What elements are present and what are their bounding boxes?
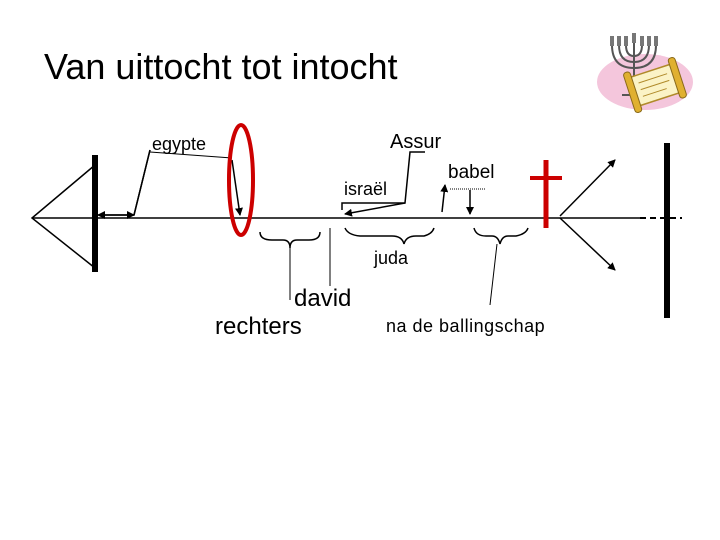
label-israel: israël (344, 179, 387, 200)
fan-arrow-up (560, 160, 615, 216)
fan-arrow-down (560, 218, 615, 270)
egypte-arrow-into-timeline (134, 150, 150, 215)
babel-arrow-up (442, 185, 445, 212)
label-david: david (294, 285, 351, 313)
juda-bracket (345, 228, 434, 244)
israel-pointer (345, 203, 405, 214)
label-babel: babel (448, 162, 495, 184)
start-triangle (32, 165, 95, 268)
egypte-pointer (232, 160, 240, 215)
label-juda: juda (374, 248, 408, 269)
menorah-torah-scroll-icon (597, 33, 693, 113)
rechters-bracket (260, 232, 320, 248)
label-rechters: rechters (215, 313, 302, 341)
label-na-de-ballingschap: na de ballingschap (386, 316, 545, 337)
na-de-ballingschap-pointer (490, 244, 497, 305)
label-assur: Assur (390, 131, 441, 154)
label-egypte: egypte (152, 134, 206, 155)
na-de-ballingschap-bracket (474, 228, 528, 244)
